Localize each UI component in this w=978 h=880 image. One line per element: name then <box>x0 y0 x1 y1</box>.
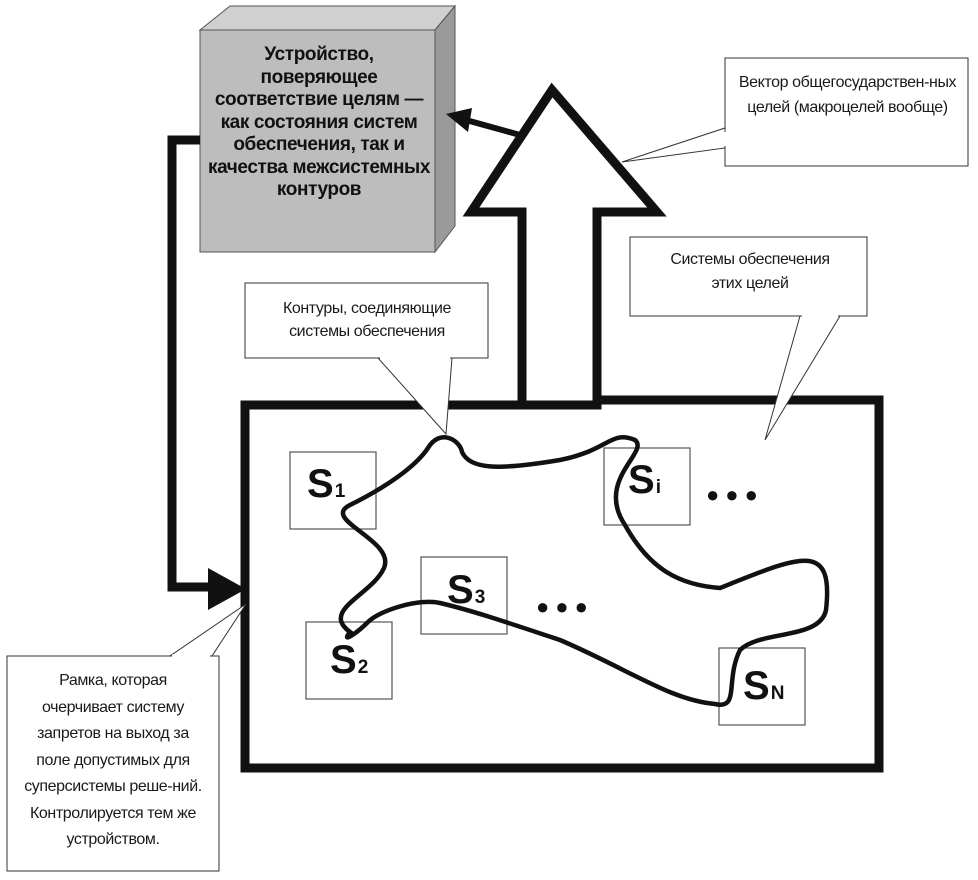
device-label: Устройство, поверяющее соответствие целя… <box>207 44 431 200</box>
system-label-sn: SN <box>743 664 785 708</box>
ellipsis-middle: ●●● <box>536 594 594 619</box>
callout-systems-text: Системы обеспечения этих целей <box>670 251 830 292</box>
contour-blob <box>338 435 830 707</box>
system-label-si: Si <box>628 458 661 502</box>
callout-frame-text: Рамка, которая очерчивает систему запрет… <box>24 672 202 848</box>
callout-frame-box <box>6 603 247 872</box>
callout-vector-text: Вектор общегосударствен-ных целей (макро… <box>738 74 957 116</box>
callout-systems-box <box>629 236 868 441</box>
system-box-s3 <box>420 556 508 635</box>
goal-vector-arrow <box>462 82 667 410</box>
ellipsis-top: ●●● <box>706 482 764 507</box>
system-label-s3: S3 <box>447 568 486 612</box>
callout-vector-box <box>621 57 969 167</box>
feedback-loop-arrow <box>167 135 246 610</box>
callout-contours-text: Контуры, соединяющие системы обеспечения <box>282 300 452 340</box>
callout-contours-box <box>244 282 489 436</box>
device-box <box>198 4 457 254</box>
arrow-to-device <box>446 108 521 138</box>
system-label-s1: S1 <box>307 462 346 506</box>
system-box-s1 <box>289 451 377 530</box>
system-label-s2: S2 <box>330 638 369 682</box>
